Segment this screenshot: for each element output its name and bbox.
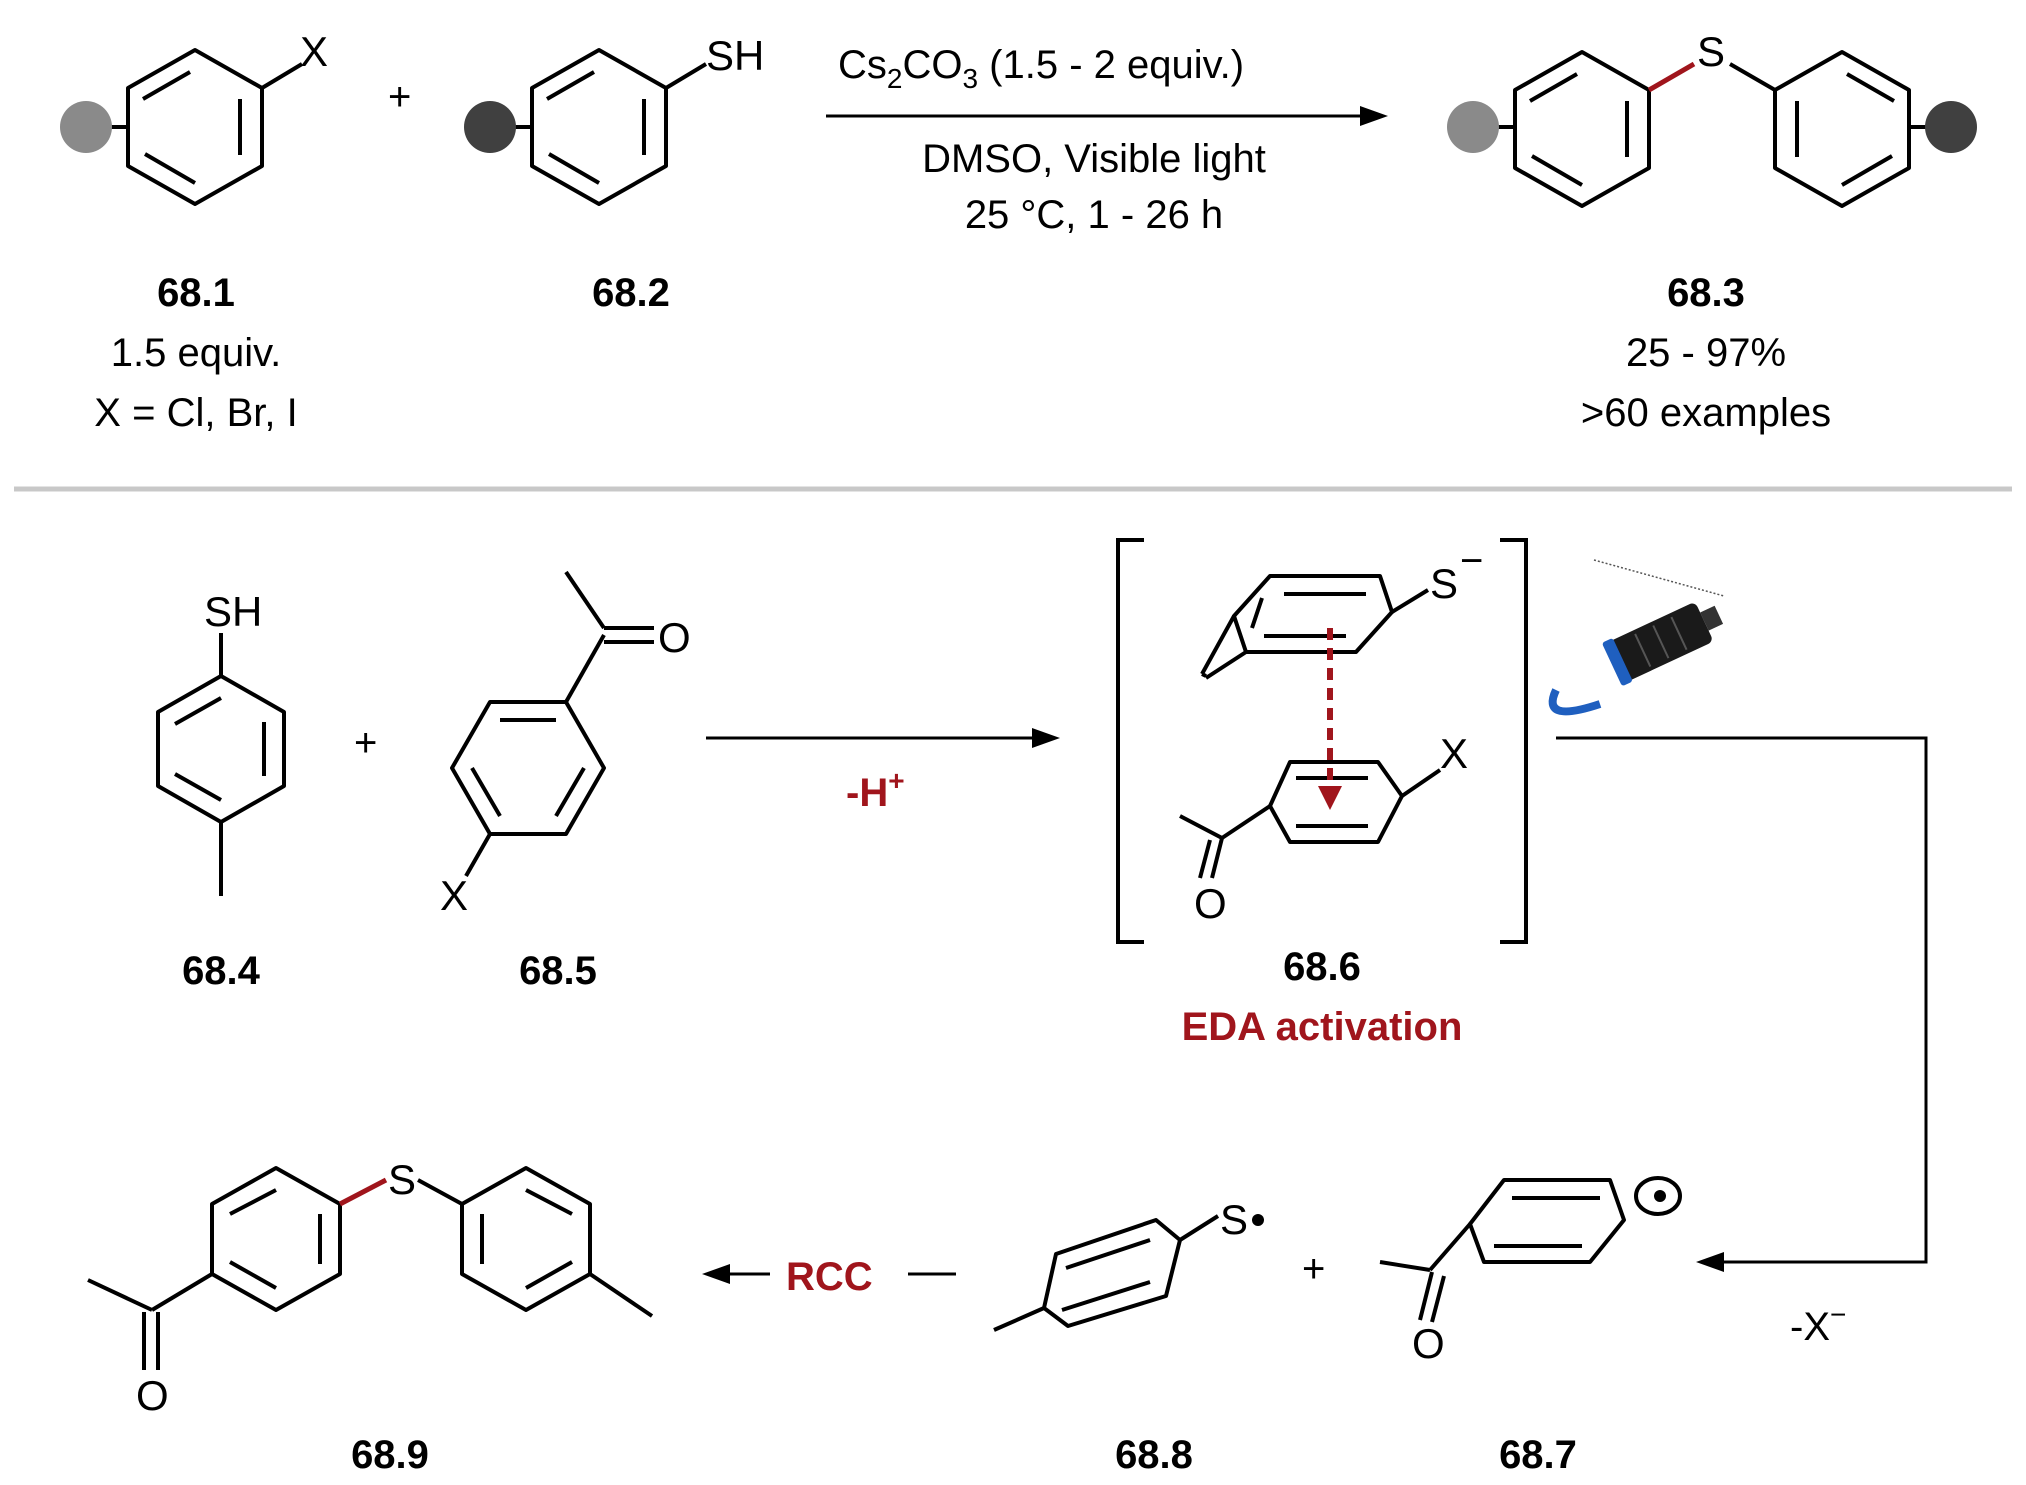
- reaction-arrowhead-2: [1696, 1252, 1724, 1272]
- acceptor-ring: [1179, 760, 1442, 879]
- thiyl-sulfur: S: [1220, 1196, 1248, 1243]
- substituent-dot-gray: [60, 101, 112, 153]
- compound-68-1-equiv: 1.5 equiv.: [111, 331, 282, 375]
- thiophenol-structure: [492, 48, 708, 206]
- thiol-atom-sh: SH: [706, 32, 764, 79]
- compound-68-3-yield: 25 - 97%: [1626, 331, 1786, 375]
- compound-68-1-halides: X = Cl, Br, I: [94, 391, 297, 435]
- rcc-arrowhead: [702, 1264, 730, 1284]
- aryl-halide-structure: [88, 48, 304, 206]
- product-sulfur: S: [388, 1156, 416, 1203]
- compound-label-68-5: 68.5: [519, 949, 597, 993]
- thiolate-ring: [1200, 574, 1430, 678]
- compound-label-68-1: 68.1: [157, 271, 235, 315]
- acceptor-halide-x: X: [1440, 730, 1468, 777]
- substituent-dot-dark: [464, 101, 516, 153]
- substituent-dot-gray: [1447, 101, 1499, 153]
- thiol-atom-sh: SH: [204, 588, 262, 635]
- new-cs-bond-top: [1647, 61, 1696, 93]
- halide-atom-x: X: [440, 872, 468, 919]
- halide-atom-x: X: [300, 28, 328, 75]
- radical-carbonyl-oxygen: O: [1412, 1320, 1445, 1367]
- compound-label-68-7: 68.7: [1499, 1433, 1577, 1477]
- thiyl-radical-dot: [1252, 1214, 1264, 1226]
- compound-68-3-scope: >60 examples: [1581, 391, 1831, 435]
- methylthiophenol-structure: [156, 633, 286, 896]
- compound-label-68-3: 68.3: [1667, 271, 1745, 315]
- compound-label-68-4: 68.4: [182, 949, 261, 993]
- carbonyl-oxygen: O: [658, 614, 691, 661]
- thiolate-charge: −: [1460, 539, 1483, 583]
- new-cs-bond-product: [338, 1177, 388, 1207]
- plus-sign-mech: +: [354, 721, 377, 765]
- methyl-bond: [1204, 650, 1248, 680]
- haloacetophenone-structure: [450, 570, 654, 877]
- product-structure: [87, 1166, 654, 1370]
- rcc-label: RCC: [786, 1255, 873, 1299]
- reaction-arrow-2: [1556, 736, 1928, 1264]
- reagent-text: Cs2CO3 (1.5 - 2 equiv.): [838, 43, 1244, 94]
- radical-dot: [1654, 1190, 1666, 1202]
- compound-label-68-6: 68.6: [1283, 945, 1361, 989]
- eda-activation-label: EDA activation: [1182, 1005, 1463, 1049]
- eda-complex-bracket: [1116, 538, 1528, 944]
- compound-label-68-8: 68.8: [1115, 1433, 1193, 1477]
- conditions-line-1: DMSO, Visible light: [922, 137, 1266, 181]
- conditions-line-2: 25 °C, 1 - 26 h: [965, 193, 1223, 237]
- product-oxygen: O: [136, 1372, 169, 1419]
- compound-label-68-9: 68.9: [351, 1433, 429, 1477]
- charge-transfer-arrowhead: [1318, 786, 1342, 810]
- aryl-radical-structure: [1379, 1176, 1682, 1323]
- diaryl-sulfide-structure: [1475, 50, 1949, 208]
- plus-sign-top: +: [388, 75, 411, 119]
- deprotonation-label: -H+: [846, 765, 905, 815]
- halide-loss-label: -X−: [1790, 1299, 1846, 1349]
- light-source-icon: [1548, 559, 1725, 716]
- acceptor-oxygen: O: [1194, 880, 1227, 927]
- substituent-dot-dark: [1925, 101, 1977, 153]
- thiyl-radical-structure: [993, 1214, 1220, 1332]
- reaction-arrowhead-top: [1360, 106, 1388, 126]
- compound-label-68-2: 68.2: [592, 271, 670, 315]
- plus-sign-radicals: +: [1302, 1247, 1325, 1291]
- reaction-arrowhead-1: [1032, 728, 1060, 748]
- sulfur-atom: S: [1697, 28, 1725, 75]
- thiolate-sulfur: S: [1430, 560, 1458, 607]
